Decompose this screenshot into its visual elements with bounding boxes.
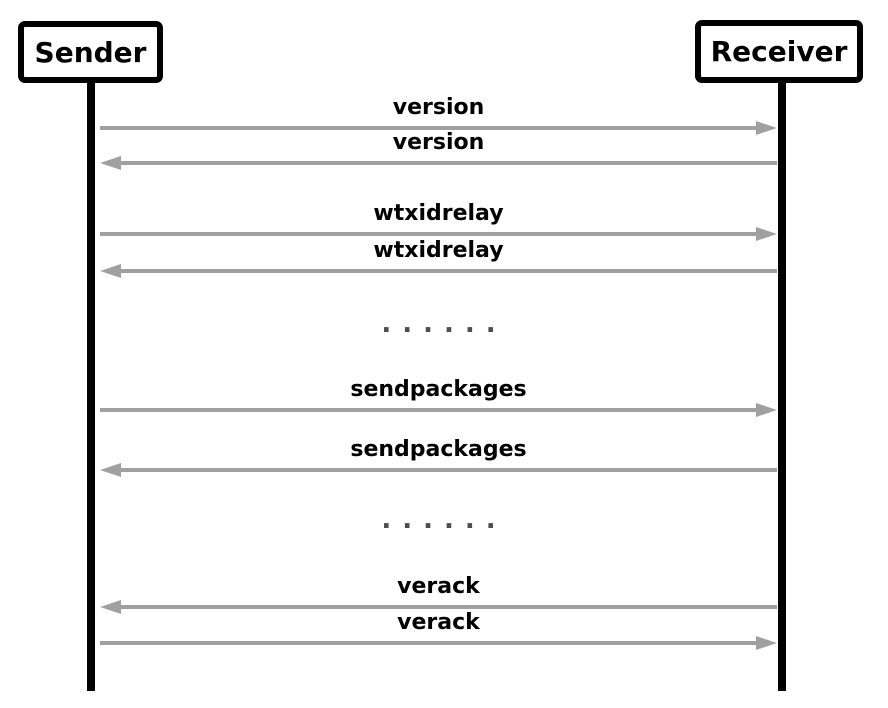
message-arrow (100, 403, 777, 417)
message-version-1: version (100, 95, 777, 135)
arrow-head-icon (756, 227, 777, 241)
actor-label-receiver: Receiver (710, 35, 848, 68)
message-arrow (100, 121, 777, 135)
arrow-line (100, 641, 759, 645)
message-verack-1: verack (100, 574, 777, 614)
ellipsis-2: ...... (381, 505, 507, 535)
message-arrow (100, 227, 777, 241)
lifeline-sender (87, 80, 95, 691)
arrow-line (118, 605, 777, 609)
arrow-head-icon (100, 600, 121, 614)
arrow-line (100, 232, 759, 236)
actor-box-receiver: Receiver (695, 20, 863, 83)
arrow-line (118, 161, 777, 165)
arrow-line (118, 468, 777, 472)
lifeline-receiver (778, 80, 786, 691)
message-arrow (100, 264, 777, 278)
actor-label-sender: Sender (34, 35, 147, 69)
message-verack-2: verack (100, 610, 777, 650)
message-sendpackages-1: sendpackages (100, 377, 777, 417)
arrow-head-icon (100, 264, 121, 278)
message-label: wtxidrelay (373, 201, 504, 226)
arrow-head-icon (100, 156, 121, 170)
actor-box-sender: Sender (18, 21, 163, 83)
message-label: wtxidrelay (373, 238, 504, 263)
message-version-2: version (100, 130, 777, 170)
message-label: version (392, 95, 485, 120)
message-label: verack (397, 610, 480, 635)
arrow-line (100, 126, 759, 130)
arrow-head-icon (100, 463, 121, 477)
message-label: verack (397, 574, 480, 599)
arrow-line (100, 408, 759, 412)
message-arrow (100, 600, 777, 614)
arrow-head-icon (756, 403, 777, 417)
message-wtxidrelay-2: wtxidrelay (100, 238, 777, 278)
arrow-head-icon (756, 121, 777, 135)
arrow-head-icon (756, 636, 777, 650)
message-sendpackages-2: sendpackages (100, 437, 777, 477)
message-label: sendpackages (350, 437, 527, 462)
ellipsis-1: ...... (381, 309, 507, 339)
message-arrow (100, 636, 777, 650)
message-label: version (392, 130, 485, 155)
arrow-line (118, 269, 777, 273)
message-arrow (100, 156, 777, 170)
message-arrow (100, 463, 777, 477)
message-wtxidrelay-1: wtxidrelay (100, 201, 777, 241)
message-label: sendpackages (350, 377, 527, 402)
